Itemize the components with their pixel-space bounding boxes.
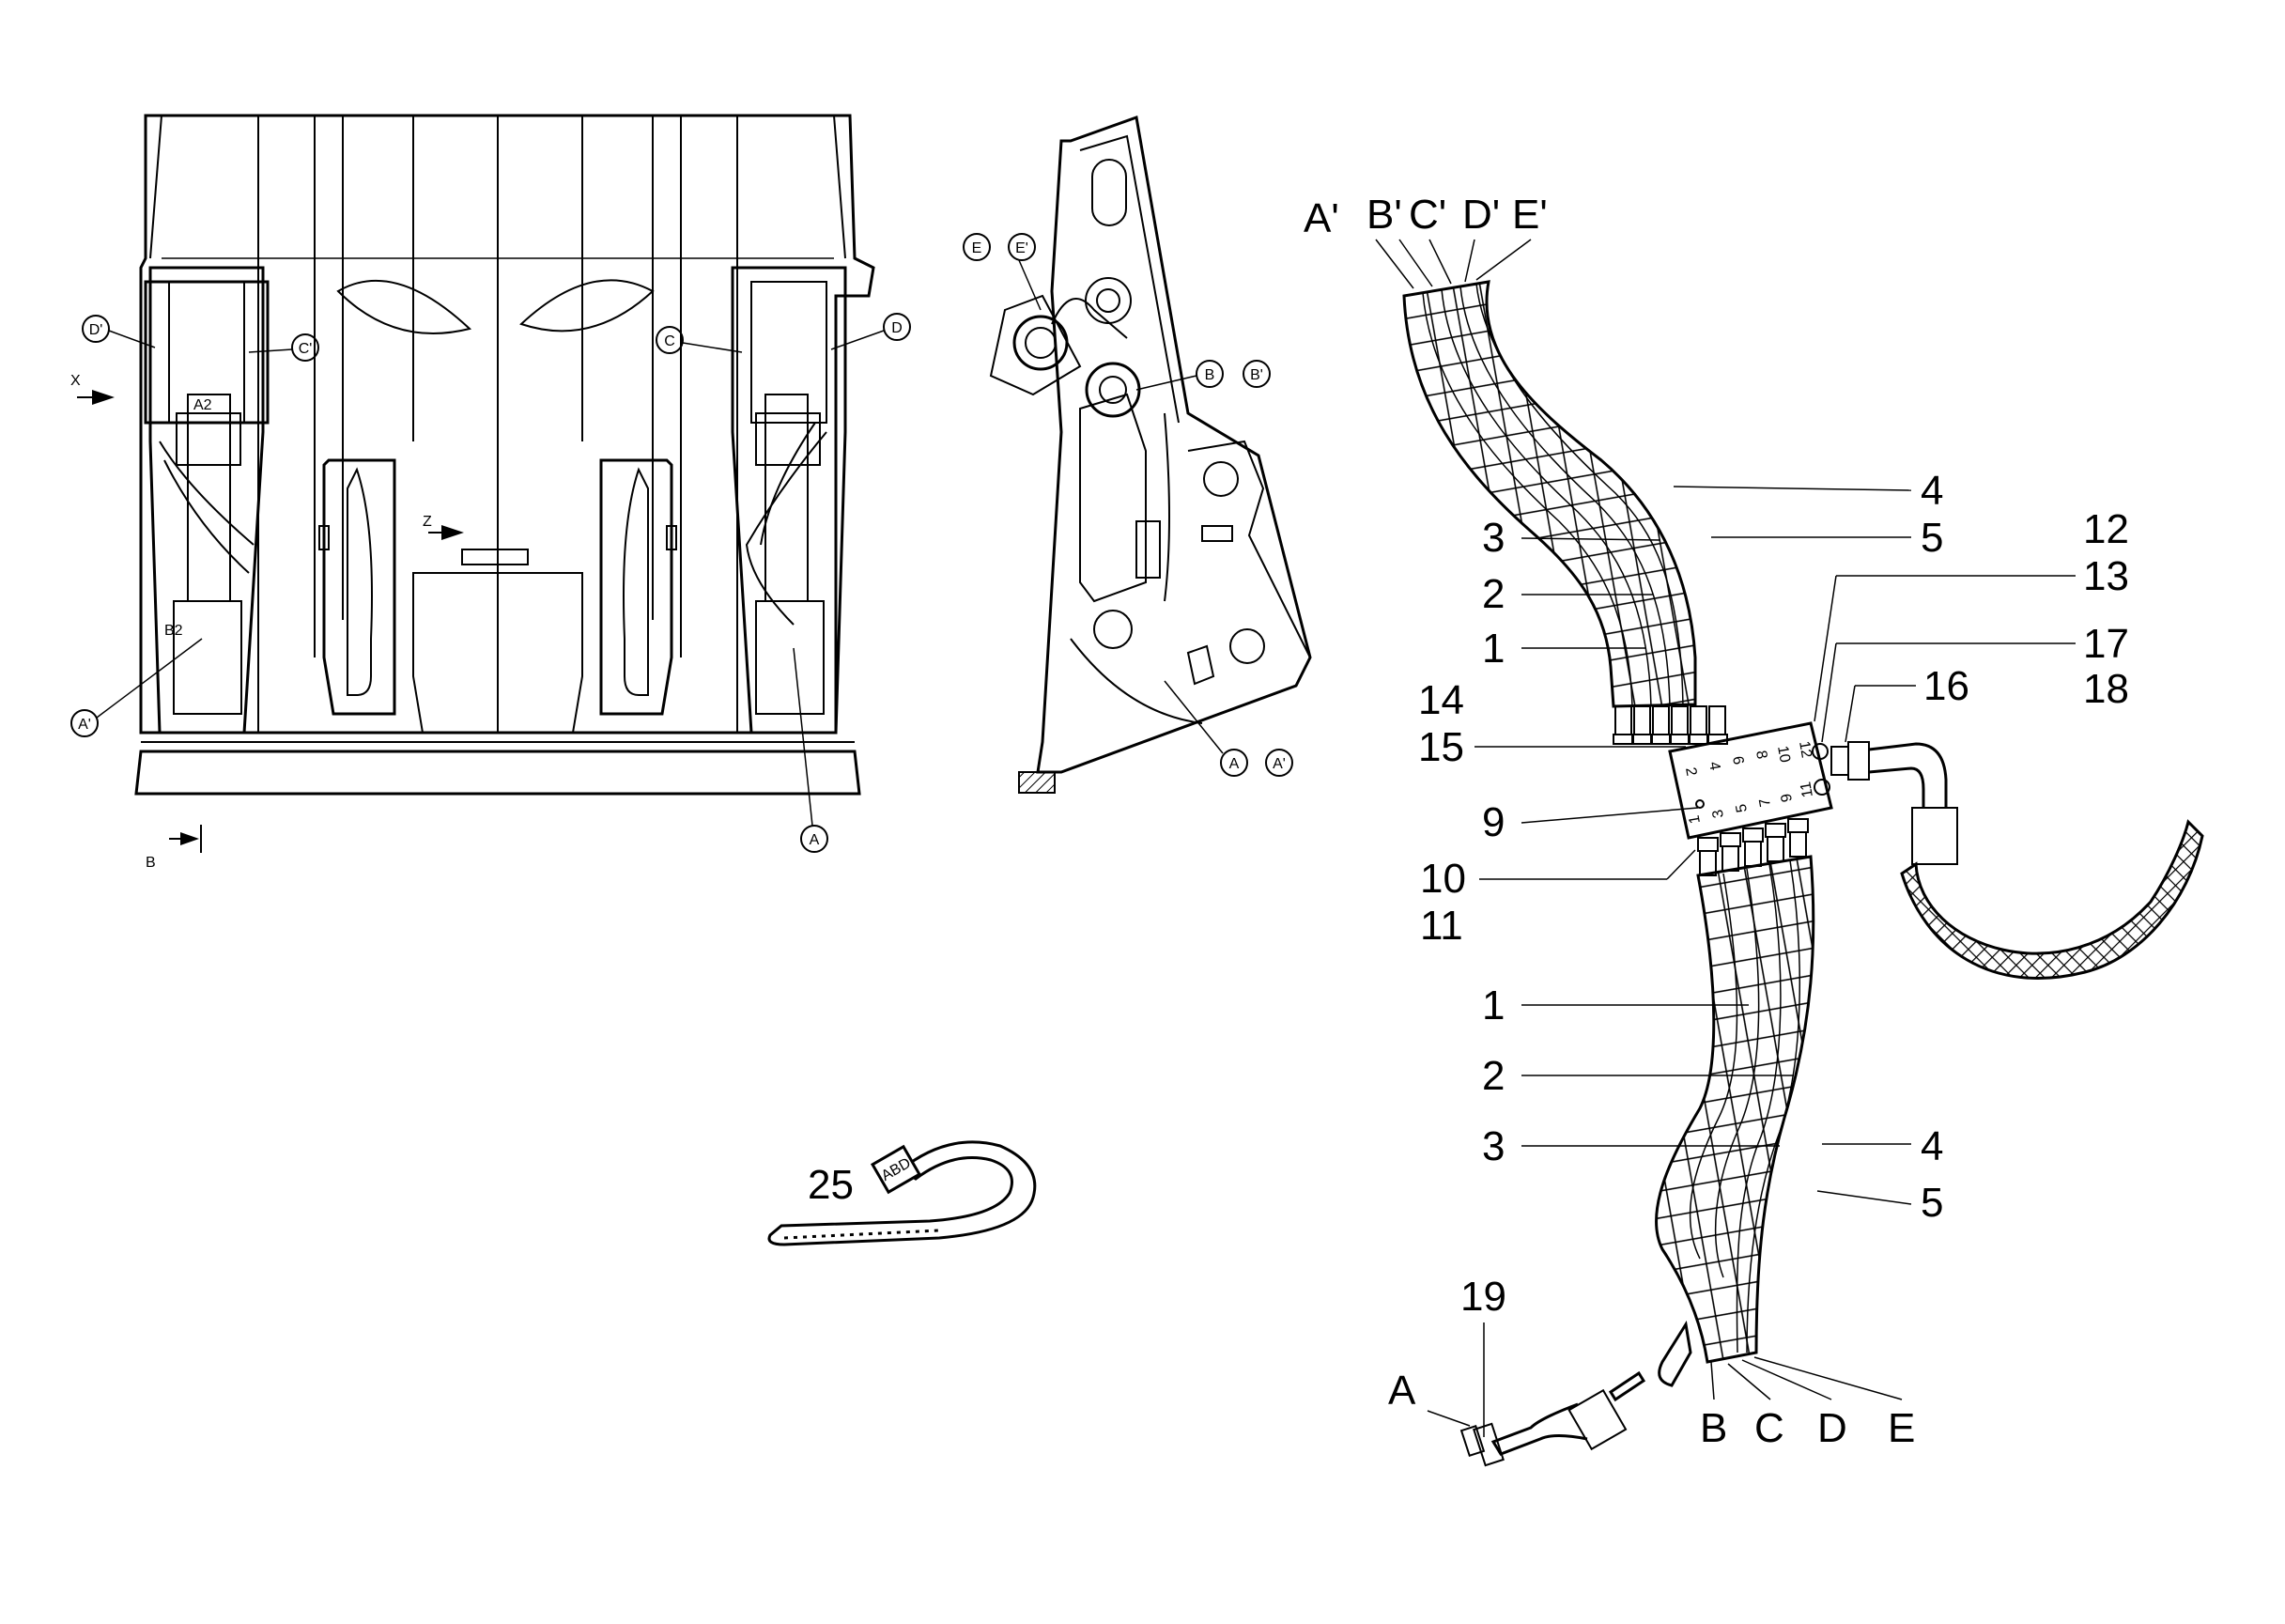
svg-text:5: 5	[1921, 1180, 1943, 1226]
svg-text:3: 3	[1482, 515, 1505, 561]
callout-c: C	[656, 326, 743, 354]
svg-text:19: 19	[1460, 1274, 1506, 1320]
callout-a-side: A	[1164, 680, 1248, 777]
svg-text:4: 4	[1921, 468, 1943, 514]
section-arrow-b: B	[146, 825, 202, 871]
svg-text:17: 17	[2083, 621, 2129, 667]
lower-part-labels: 1 2 3 4 5	[1482, 982, 1943, 1226]
svg-text:8: 8	[1752, 750, 1769, 761]
svg-text:2: 2	[1482, 571, 1505, 617]
cable-tie: ABD 25	[767, 1140, 1037, 1246]
svg-text:11: 11	[1420, 903, 1463, 949]
svg-text:D: D	[1817, 1405, 1847, 1451]
svg-text:B': B'	[1250, 367, 1263, 383]
svg-text:1: 1	[1482, 626, 1505, 672]
svg-text:18: 18	[2083, 666, 2129, 712]
svg-text:C': C'	[299, 341, 313, 357]
bottom-end-labels: A B C D E	[1388, 1356, 1915, 1451]
svg-text:X: X	[70, 373, 81, 389]
svg-text:A': A'	[78, 717, 91, 733]
callout-d-prime: D'	[82, 315, 156, 348]
svg-text:E': E'	[1512, 192, 1548, 238]
svg-text:2: 2	[1482, 1053, 1505, 1099]
callout-a-prime: A'	[70, 638, 203, 737]
svg-text:A: A	[1229, 756, 1240, 772]
callout-a: A	[793, 647, 828, 853]
callout-b: B	[1135, 360, 1224, 391]
svg-text:E: E	[1888, 1405, 1915, 1451]
bucket-front-view: D' C' C D A' A X	[70, 114, 911, 871]
svg-text:6: 6	[1729, 755, 1746, 766]
svg-text:12: 12	[1796, 740, 1814, 760]
block-port-numbers-top: 2 4 6 8 10 12	[1682, 740, 1814, 778]
upper-fittings	[1613, 705, 1728, 745]
top-end-labels: A' B' C' D' E'	[1304, 192, 1548, 289]
block-port-numbers-bottom: 1 3 5 7 9 11	[1687, 781, 1816, 825]
svg-text:9: 9	[1779, 792, 1796, 803]
svg-text:D: D	[891, 320, 903, 336]
svg-text:9: 9	[1482, 799, 1505, 845]
hose-assembly: 2 4 6 8 10 12 1 3 5 7 9 11	[1304, 192, 2204, 1467]
upper-hose-bundle	[1402, 280, 1697, 708]
cable-tie-label: 25	[808, 1162, 854, 1208]
svg-text:B: B	[146, 855, 156, 871]
svg-text:B: B	[1205, 367, 1215, 383]
block-part-labels: 12 13 17 16 18 14 15 9 10 11	[1418, 506, 2129, 949]
svg-text:14: 14	[1418, 677, 1464, 723]
svg-text:A: A	[1388, 1368, 1416, 1414]
svg-text:16: 16	[1923, 663, 1969, 709]
svg-text:12: 12	[2083, 506, 2129, 552]
svg-text:4: 4	[1706, 761, 1722, 772]
boom-side-view: E E' B B' A A'	[963, 115, 1312, 794]
svg-text:A': A'	[1304, 195, 1339, 241]
svg-text:C: C	[664, 333, 675, 349]
fitting-19	[1459, 1370, 1646, 1467]
view-arrow-z: Z	[423, 514, 464, 540]
svg-text:10: 10	[1420, 856, 1466, 902]
svg-text:15: 15	[1418, 724, 1464, 770]
svg-text:4: 4	[1921, 1123, 1943, 1169]
svg-text:5: 5	[1921, 515, 1943, 561]
svg-text:D': D'	[1462, 192, 1500, 238]
svg-text:A': A'	[1273, 756, 1286, 772]
side-fitting	[1830, 741, 1958, 865]
svg-text:1: 1	[1687, 813, 1704, 825]
svg-text:10: 10	[1774, 745, 1793, 765]
callout-b-prime: B'	[1243, 360, 1271, 388]
fitting-label-19: 19	[1460, 1274, 1506, 1437]
svg-text:1: 1	[1482, 982, 1505, 1029]
callout-d: D	[830, 313, 911, 350]
svg-text:5: 5	[1734, 802, 1751, 813]
svg-text:B': B'	[1366, 192, 1402, 238]
view-arrow-x: X	[70, 373, 115, 405]
svg-text:D': D'	[89, 322, 103, 338]
svg-text:13: 13	[2083, 553, 2129, 599]
svg-text:C: C	[1754, 1405, 1784, 1451]
side-mesh-hose	[1900, 819, 2204, 980]
svg-text:11: 11	[1798, 781, 1816, 798]
svg-text:C': C'	[1409, 192, 1446, 238]
svg-text:E': E'	[1015, 240, 1028, 256]
hose-a-branch	[1658, 1320, 1692, 1387]
svg-text:Z: Z	[423, 514, 432, 530]
tag-a2: A2	[193, 397, 212, 413]
svg-text:3: 3	[1482, 1123, 1505, 1169]
callout-a-prime-side: A'	[1265, 749, 1293, 777]
tag-b2: B2	[164, 623, 183, 639]
callout-c-prime: C'	[248, 333, 319, 362]
svg-text:7: 7	[1757, 797, 1774, 808]
svg-text:E: E	[972, 240, 982, 256]
svg-text:3: 3	[1710, 808, 1727, 819]
svg-text:A: A	[810, 832, 820, 848]
callout-e: E	[963, 233, 991, 261]
svg-text:B: B	[1700, 1405, 1727, 1451]
upper-part-labels: 4 3 5 2 1	[1482, 468, 1943, 672]
lower-hose-bundle	[1655, 855, 1815, 1364]
svg-text:2: 2	[1682, 766, 1699, 778]
callout-e-prime: E'	[1008, 233, 1042, 311]
